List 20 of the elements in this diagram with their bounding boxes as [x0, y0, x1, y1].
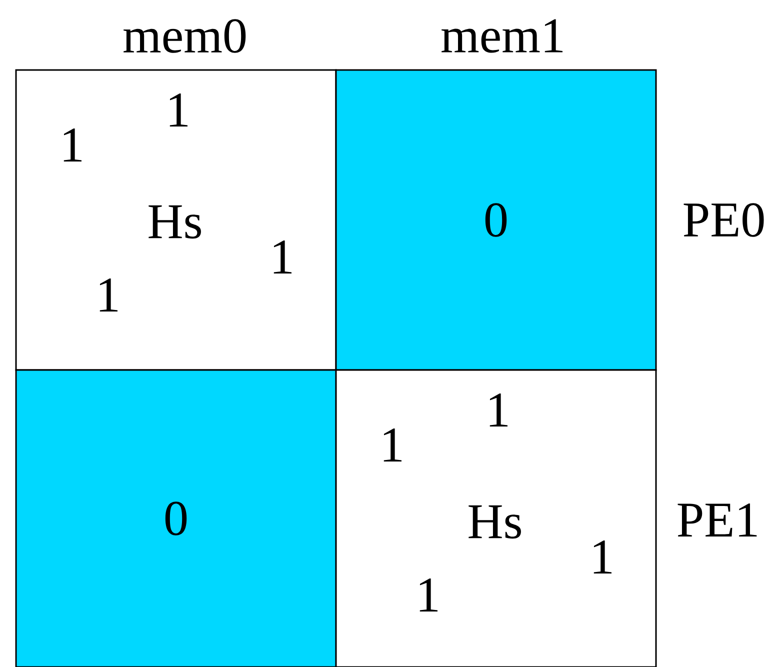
- cell-text: 1: [170, 94, 188, 126]
- axis-label: mem1: [442, 19, 563, 53]
- axis-label: PE1: [678, 503, 757, 536]
- cell-text: 1: [64, 128, 82, 162]
- cell-text: 1: [274, 240, 292, 274]
- cell-text: 0: [485, 203, 507, 237]
- cell-text: 0: [165, 502, 187, 536]
- grid-cell: [335, 69, 657, 371]
- axis-label: mem0: [124, 19, 246, 53]
- cell-text: 1: [384, 428, 402, 462]
- grid-cell: [15, 69, 337, 371]
- cell-text: 1: [100, 278, 118, 312]
- cell-text: 1: [594, 540, 612, 574]
- cell-text: 1: [420, 578, 438, 612]
- grid-cell: [335, 369, 657, 667]
- axis-label: PE0: [684, 203, 764, 237]
- cell-text: 1: [490, 393, 508, 426]
- cell-text: Hs: [148, 205, 201, 239]
- grid-cell: [15, 369, 337, 667]
- cell-text: Hs: [468, 505, 521, 539]
